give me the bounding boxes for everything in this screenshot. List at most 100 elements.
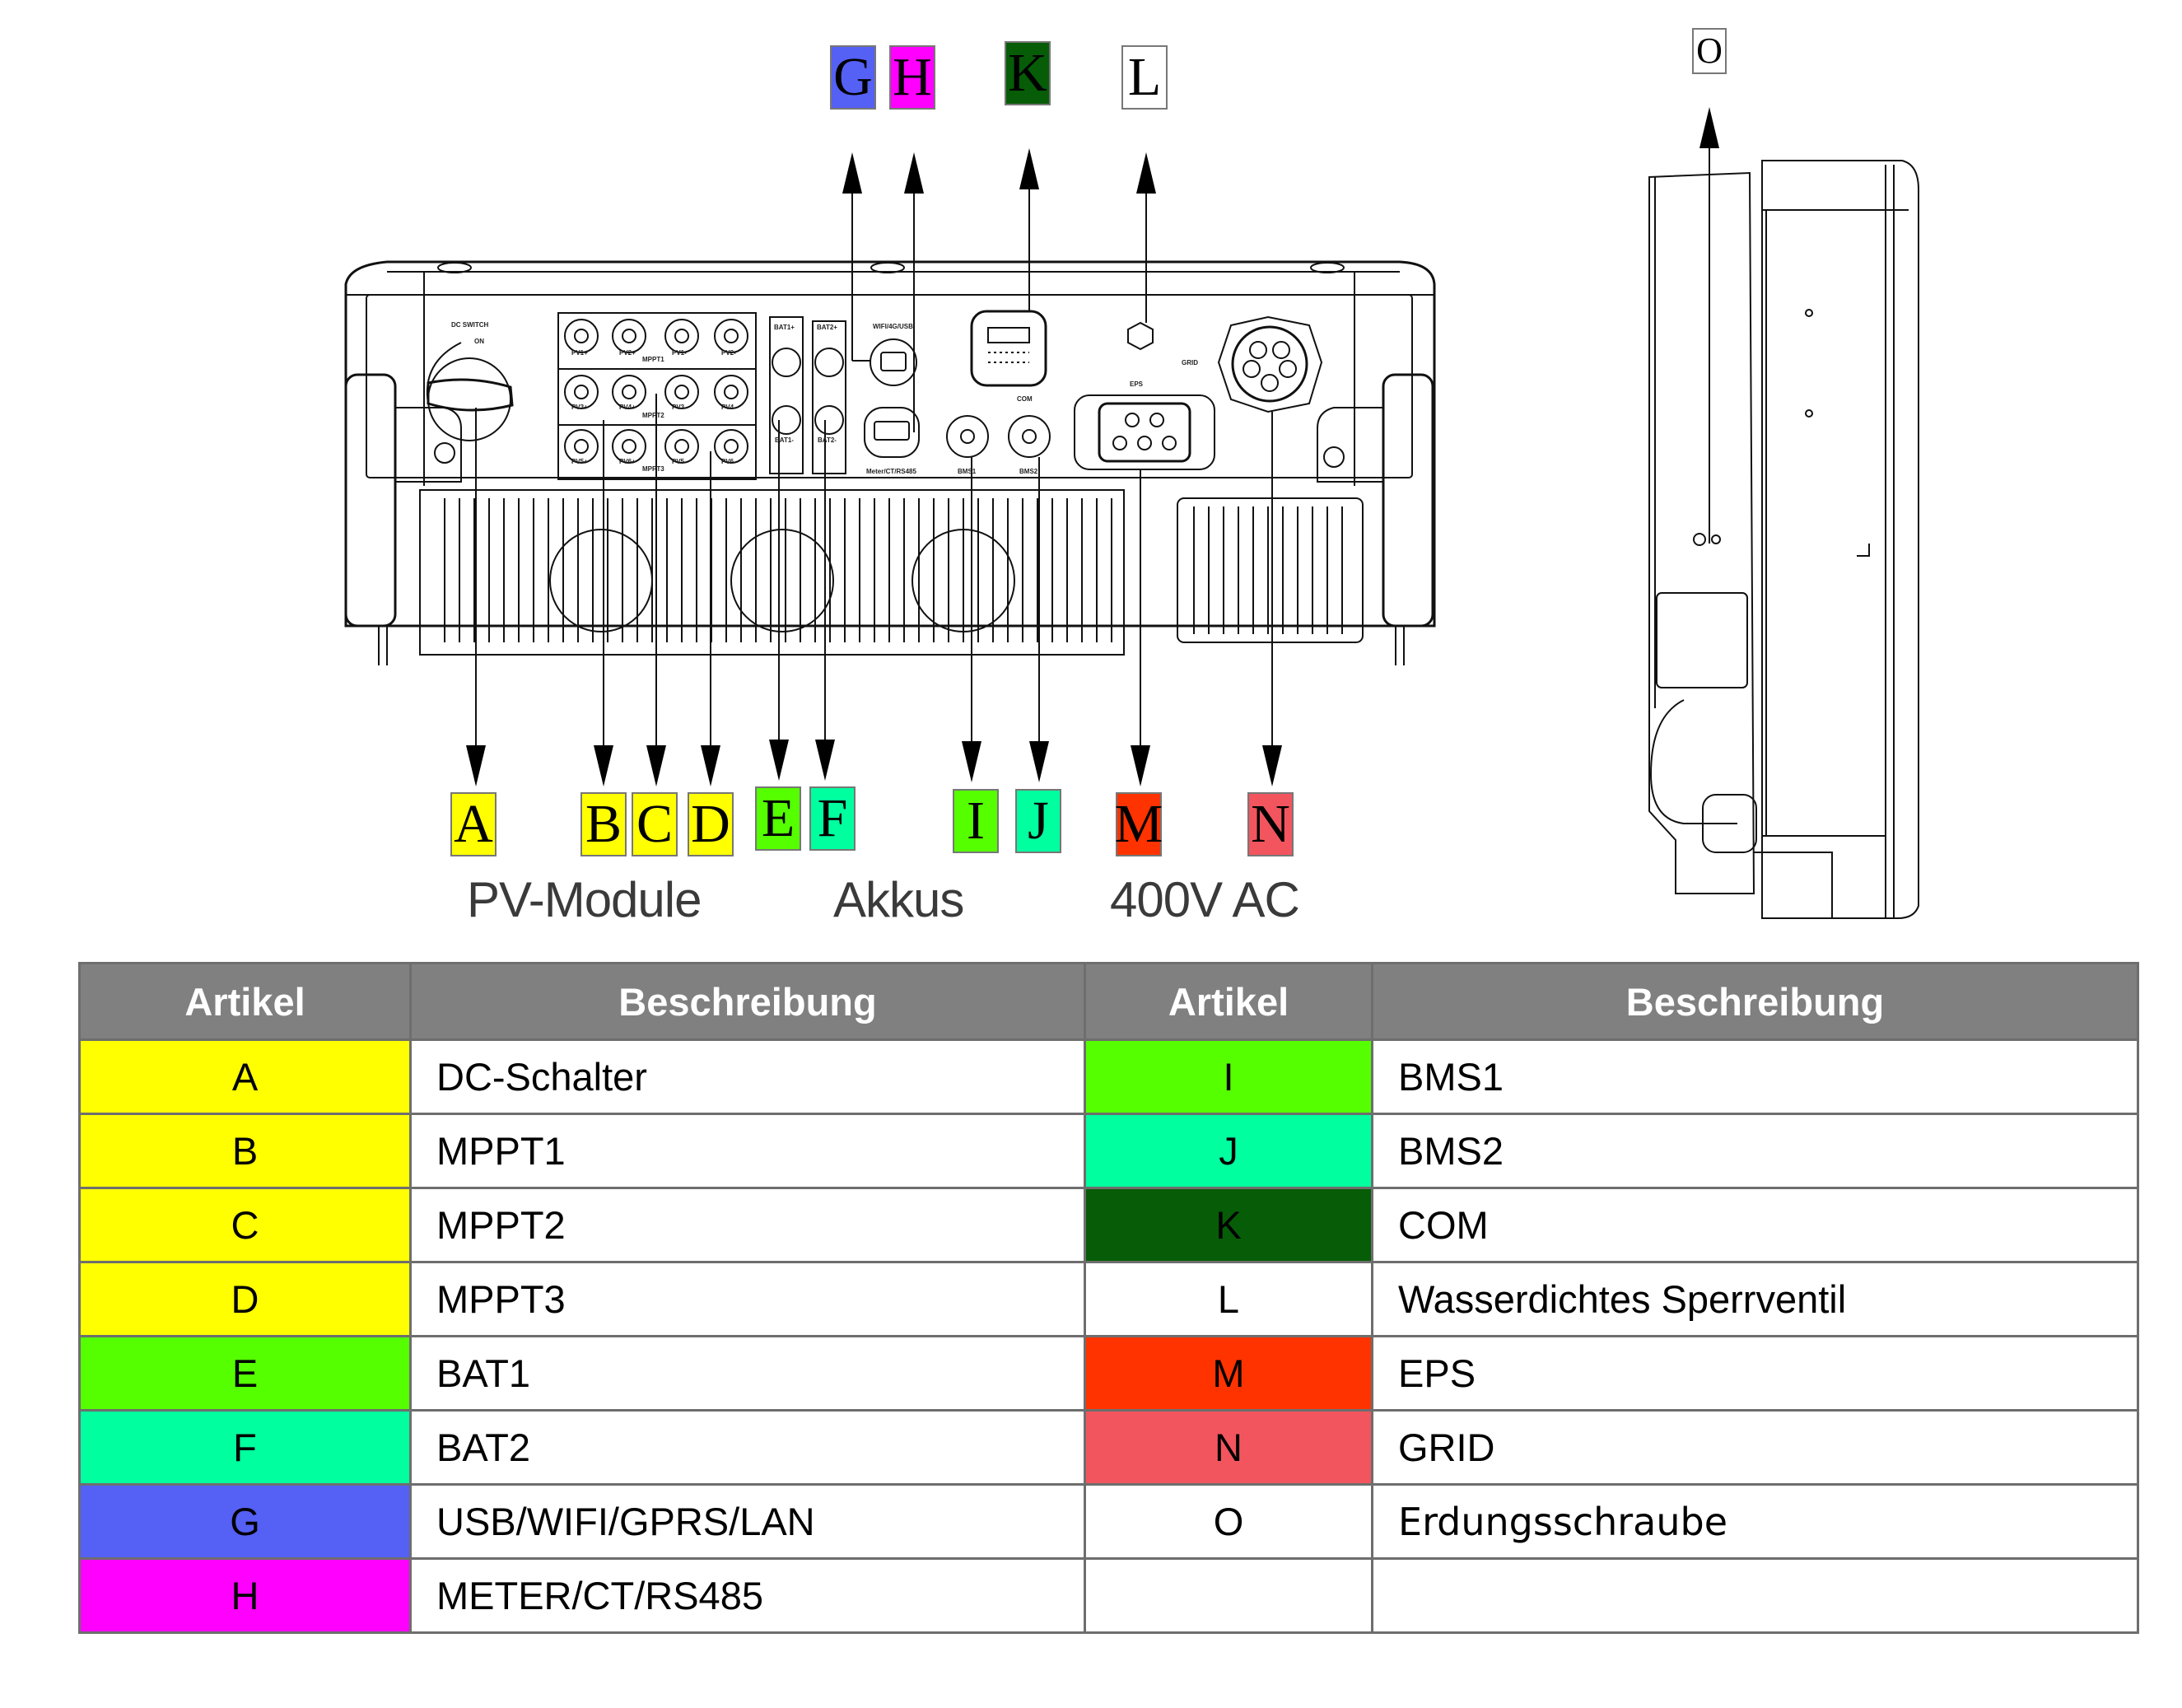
pv3-minus-label: PV3- — [672, 404, 687, 411]
bat1-minus-label: BAT1- — [775, 436, 794, 444]
pv6-minus-label: PV6- — [721, 458, 736, 465]
pv-connector — [664, 319, 699, 353]
dc-switch — [426, 342, 514, 441]
leader-c-arrowhead — [646, 745, 666, 786]
pv6-plus-label: PV6+ — [619, 458, 636, 465]
pv2-minus-label: PV2- — [721, 349, 736, 357]
description-cell-right: BMS1 — [1371, 1038, 2139, 1115]
item-cell-right: K — [1084, 1187, 1373, 1263]
pv-connector — [664, 375, 699, 409]
leader-a-arrowhead — [466, 745, 486, 786]
bat1-plus-label: BAT1+ — [774, 324, 795, 331]
bms1-port — [946, 415, 989, 458]
description-cell-left: USB/WIFI/GPRS/LAN — [409, 1483, 1086, 1560]
pv-connector — [714, 319, 748, 353]
label-f: F — [809, 786, 856, 851]
label-i: I — [953, 789, 999, 853]
item-cell-right — [1084, 1557, 1373, 1634]
table-header-row: Artikel Beschreibung Artikel Beschreibun… — [78, 962, 2139, 1041]
description-cell-right — [1371, 1557, 2139, 1634]
label-c-text: C — [636, 794, 674, 854]
waterproof-valve — [1127, 321, 1154, 351]
heat-sink — [419, 489, 1364, 656]
leader-l-arrowhead — [1136, 152, 1156, 194]
label-b-text: B — [585, 794, 622, 854]
wifi-label: WIFI/4G/USB — [873, 323, 913, 330]
item-cell-right: L — [1084, 1261, 1373, 1337]
label-a: A — [450, 792, 497, 856]
label-m-text: M — [1114, 794, 1163, 854]
label-k-text: K — [1008, 43, 1047, 103]
label-n: N — [1247, 792, 1294, 856]
label-j-text: J — [1028, 791, 1049, 851]
header-beschreibung-left: Beschreibung — [409, 962, 1086, 1041]
pv-connector — [612, 375, 646, 409]
com-label: COM — [1017, 395, 1033, 403]
label-h: H — [889, 45, 935, 110]
description-cell-right: GRID — [1371, 1409, 2139, 1486]
label-e: E — [755, 786, 801, 851]
leader-d-arrowhead — [701, 745, 720, 786]
mppt2-label: MPPT2 — [642, 412, 664, 419]
label-e-text: E — [761, 788, 795, 848]
caption-akkus: Akkus — [833, 872, 964, 927]
label-n-text: N — [1251, 794, 1290, 854]
bat2-minus-label: BAT2- — [818, 436, 837, 444]
bms2-label: BMS2 — [1019, 468, 1038, 475]
leader-h-arrowhead — [904, 152, 924, 194]
leader-o-arrowhead — [1699, 107, 1719, 148]
description-cell-right: Wasserdichtes Sperrventil — [1371, 1261, 2139, 1337]
bat1-box — [769, 316, 804, 474]
pv1-plus-label: PV1+ — [571, 349, 588, 357]
label-m: M — [1114, 792, 1163, 856]
bms1-label: BMS1 — [958, 468, 977, 475]
label-j: J — [1015, 789, 1061, 853]
pv5-plus-label: PV5+ — [571, 458, 588, 465]
description-cell-left: BAT1 — [409, 1335, 1086, 1412]
pv-connector — [612, 429, 646, 464]
inverter-drawing — [344, 107, 1919, 919]
pv-connector — [714, 375, 748, 409]
mppt1-label: MPPT1 — [642, 356, 664, 363]
grounding-screw — [1711, 534, 1721, 544]
label-l: L — [1121, 45, 1168, 110]
bat2-plus-connector — [814, 348, 844, 377]
eps-connector — [1074, 394, 1215, 470]
label-f-text: F — [817, 788, 848, 848]
leader-g-arrowhead — [842, 152, 862, 194]
bat2-plus-label: BAT2+ — [817, 324, 837, 331]
label-o-text: O — [1696, 30, 1723, 71]
header-artikel-left: Artikel — [78, 962, 412, 1041]
item-cell-left: C — [78, 1187, 412, 1263]
item-cell-left: H — [78, 1557, 412, 1634]
pv-connector — [564, 429, 599, 464]
label-o: O — [1692, 28, 1727, 74]
label-d-text: D — [691, 794, 730, 854]
leader-k-arrowhead — [1019, 148, 1039, 189]
label-d: D — [688, 792, 734, 856]
label-l-text: L — [1127, 47, 1162, 107]
leader-m-arrowhead — [1131, 745, 1150, 786]
inverter-diagram: G H K L O A B C D E F I J M N PV-Module … — [344, 28, 1919, 927]
label-a-text: A — [454, 794, 493, 854]
label-c: C — [632, 792, 678, 856]
header-beschreibung-right: Beschreibung — [1371, 962, 2139, 1041]
label-i-text: I — [967, 791, 985, 851]
item-cell-left: G — [78, 1483, 412, 1560]
description-cell-left: DC-Schalter — [409, 1038, 1086, 1115]
description-cell-left: METER/CT/RS485 — [409, 1557, 1086, 1634]
eps-label: EPS — [1130, 380, 1144, 388]
bat1-plus-connector — [772, 348, 801, 377]
com-connector — [970, 310, 1047, 387]
pv-connector — [564, 319, 599, 353]
item-cell-left: F — [78, 1409, 412, 1486]
on-label: ON — [474, 338, 484, 345]
description-cell-left: MPPT3 — [409, 1261, 1086, 1337]
header-artikel-right: Artikel — [1084, 962, 1373, 1041]
leader-f-arrowhead — [815, 740, 835, 781]
